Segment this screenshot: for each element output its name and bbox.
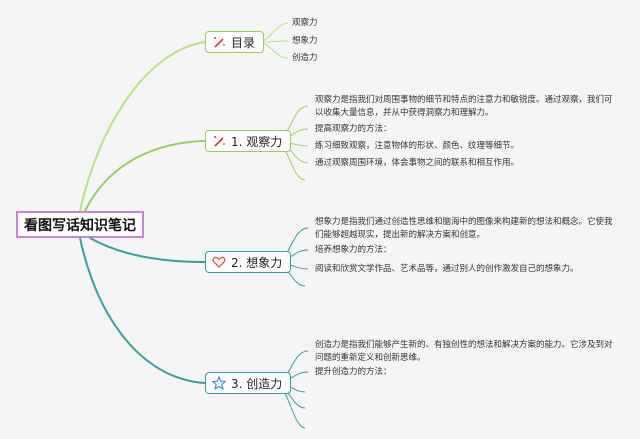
root-topic[interactable]: 看图写话知识笔记 — [16, 211, 144, 238]
imagination-method-title[interactable]: 培养想象力的方法： — [315, 245, 392, 255]
topic-imagination-label: 2. 想象力 — [231, 255, 283, 270]
observation-definition[interactable]: 观察力是指我们对周围事物的细节和特点的注意力和敏锐度。通过观察，我们可以收集大量… — [315, 95, 613, 118]
creativity-definition[interactable]: 创造力是指我们能够产生新的、有独创性的想法和解决方案的能力。它涉及到对问题的重新… — [315, 340, 613, 363]
topic-observation[interactable]: 1. 观察力 — [205, 130, 292, 152]
observation-method-title[interactable]: 提高观察力的方法： — [315, 124, 392, 134]
magic-wand-icon — [214, 136, 225, 147]
topic-creativity[interactable]: 3. 创造力 — [205, 372, 292, 394]
imagination-method-1[interactable]: 阅读和欣赏文学作品、艺术品等，通过别人的创作激发自己的想象力。 — [315, 264, 579, 274]
observation-method-2[interactable]: 通过观察周围环境，体会事物之间的联系和相互作用。 — [315, 158, 520, 168]
topic-imagination[interactable]: 2. 想象力 — [205, 251, 292, 273]
toc-item-imagination[interactable]: 想象力 — [292, 36, 318, 46]
topic-toc-label: 目录 — [231, 35, 256, 50]
root-topic-label: 看图写话知识笔记 — [24, 217, 136, 234]
toc-item-observation[interactable]: 观察力 — [292, 18, 318, 28]
topic-creativity-label: 3. 创造力 — [231, 376, 283, 391]
creativity-method-title[interactable]: 提升创造力的方法： — [315, 367, 392, 377]
magic-wand-icon — [214, 37, 225, 48]
toc-item-creativity[interactable]: 创造力 — [292, 53, 318, 63]
heart-icon — [212, 256, 226, 268]
observation-method-1[interactable]: 练习细致观察，注意物体的形状、颜色、纹理等细节。 — [315, 141, 520, 151]
topic-observation-label: 1. 观察力 — [231, 134, 283, 149]
star-icon — [212, 376, 226, 390]
imagination-definition[interactable]: 想象力是指我们通过创造性思维和脑海中的图像来构建新的想法和概念。它使我们能够超越… — [315, 217, 613, 240]
topic-toc[interactable]: 目录 — [205, 31, 265, 53]
